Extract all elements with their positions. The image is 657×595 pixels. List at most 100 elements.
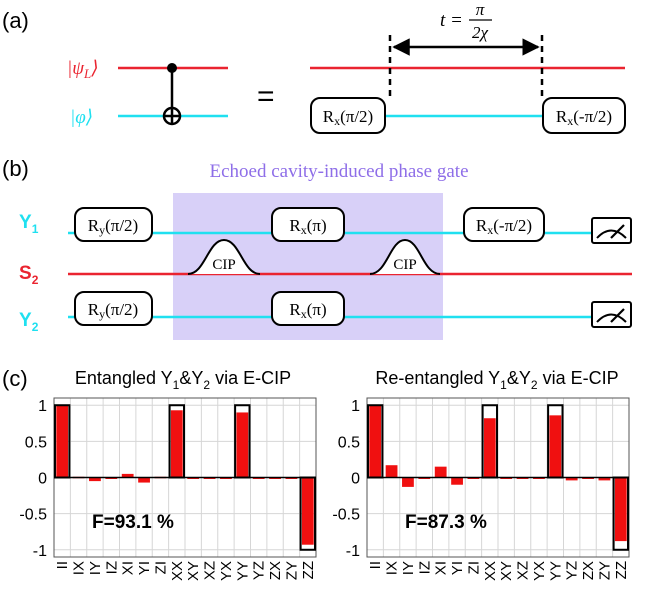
psi-label: |ψL⟩	[67, 58, 99, 81]
data-bar	[56, 405, 69, 478]
gate-rx-pi2: Rx(π/2)	[310, 97, 386, 134]
svg-text:Ry(π/2): Ry(π/2)	[88, 216, 138, 237]
x-tick-label: ZY	[596, 561, 613, 580]
x-tick-label: XZ	[202, 561, 219, 580]
x-tick-label: YX	[531, 561, 548, 581]
x-tick-label: IY	[87, 561, 104, 575]
x-tick-label: YZ	[251, 561, 268, 580]
svg-text:Rx(π): Rx(π)	[289, 216, 326, 237]
y-tick-label: -1	[346, 543, 360, 560]
x-tick-label: XY	[185, 561, 202, 581]
chart-title: Re-entangled Y1&Y2 via E-CIP	[375, 368, 618, 392]
svg-text:Rx(-π/2): Rx(-π/2)	[476, 216, 532, 237]
y-tick-label: 0.5	[338, 434, 360, 451]
x-tick-label: XI	[433, 561, 450, 575]
equals-sign: =	[257, 80, 275, 113]
gate-rx-minus-pi2: Rx(-π/2)	[542, 97, 626, 134]
x-tick-label: IX	[384, 561, 401, 575]
chart-title: Entangled Y1&Y2 via E-CIP	[75, 368, 291, 392]
fidelity-label: F=93.1 %	[92, 512, 174, 533]
svg-text:|φ⟩: |φ⟩	[70, 107, 93, 128]
gate-rx-pi-y2: Rx(π)	[271, 291, 345, 326]
y-tick-label: 0	[38, 471, 47, 488]
svg-text:Ry(π/2): Ry(π/2)	[88, 300, 138, 321]
svg-text:t =: t =	[440, 10, 463, 31]
x-tick-label: YX	[218, 561, 235, 581]
data-bar	[434, 466, 447, 478]
gate-ry-pi2-y1: Ry(π/2)	[74, 207, 153, 242]
meter-icon	[591, 217, 632, 244]
label-s2: S2	[19, 263, 39, 287]
data-bar	[565, 477, 578, 481]
data-bar	[121, 473, 134, 478]
data-bar	[89, 477, 101, 482]
svg-text:Rx(-π/2): Rx(-π/2)	[556, 107, 612, 128]
data-bar	[369, 405, 382, 478]
x-tick-label: YY	[547, 561, 564, 581]
svg-text:CIP: CIP	[393, 257, 416, 273]
x-tick-label: XZ	[515, 561, 532, 580]
x-tick-label: II	[54, 561, 71, 569]
data-bar	[170, 410, 183, 478]
y-tick-label: -0.5	[19, 507, 47, 524]
svg-text:π: π	[476, 0, 485, 19]
data-bar	[614, 477, 627, 542]
x-tick-label: IZ	[416, 561, 433, 574]
x-tick-label: ZX	[580, 561, 597, 580]
x-tick-label: ZI	[152, 561, 169, 574]
label-y1: Y1	[19, 212, 39, 236]
data-bar	[301, 477, 314, 545]
x-tick-label: XX	[169, 561, 186, 581]
x-tick-label: ZY	[283, 561, 300, 580]
control-dot	[167, 63, 177, 73]
x-tick-label: XI	[120, 561, 137, 575]
cip-pulse-1: CIP	[187, 238, 261, 275]
x-tick-label: ZX	[267, 561, 284, 580]
panel-a: (a) |ψL⟩ |φ⟩ = t = π 2χ	[2, 0, 626, 134]
x-tick-label: ZZ	[613, 561, 630, 579]
panel-label-a: (a)	[2, 8, 29, 33]
x-tick-label: ZI	[465, 561, 482, 574]
data-bar	[385, 465, 398, 478]
target-oplus-icon	[162, 106, 182, 126]
fidelity-label: F=87.3 %	[405, 512, 487, 533]
data-bar	[138, 477, 150, 483]
y-tick-label: 0.5	[25, 434, 47, 451]
cip-pulse-2: CIP	[369, 238, 441, 275]
y-tick-label: -1	[33, 543, 47, 560]
label-y2: Y2	[19, 310, 39, 334]
panel-label-c: (c)	[2, 366, 28, 391]
panel-b: (b) Echoed cavity-induced phase gate Y1 …	[2, 156, 632, 340]
svg-text:Rx(π): Rx(π)	[289, 300, 326, 321]
svg-text:2χ: 2χ	[472, 23, 489, 42]
meter-icon	[591, 301, 632, 328]
x-tick-label: XX	[482, 561, 499, 581]
chart-reentangled: Re-entangled Y1&Y2 via E-CIP 1 0.5 0 -0.5 -1I…	[332, 368, 629, 581]
phi-label: |φ⟩	[70, 107, 93, 128]
x-tick-label: XY	[498, 561, 515, 581]
data-bar	[236, 412, 249, 478]
data-bar	[451, 477, 463, 485]
y-tick-label: 1	[351, 398, 360, 415]
time-label: t = π 2χ	[440, 0, 492, 42]
data-bar	[549, 415, 562, 478]
svg-text:|ψL⟩: |ψL⟩	[67, 58, 99, 81]
x-tick-label: IY	[400, 561, 417, 575]
svg-text:Rx(π/2): Rx(π/2)	[323, 107, 373, 128]
x-tick-label: YI	[136, 561, 153, 575]
y-tick-label: 0	[351, 471, 360, 488]
data-bar	[598, 477, 611, 481]
y-tick-label: -0.5	[332, 507, 360, 524]
x-tick-label: IZ	[103, 561, 120, 574]
data-bar	[402, 477, 414, 487]
gate-rx-pi-y1: Rx(π)	[271, 207, 345, 242]
gate-ry-pi2-y2: Ry(π/2)	[74, 291, 153, 326]
y-tick-label: 1	[38, 398, 47, 415]
panel-c: (c) Entangled Y1&Y2 via E-CIP 1 0.5 0 -0.5 -1…	[2, 366, 630, 581]
x-tick-label: II	[367, 561, 384, 569]
x-tick-label: YZ	[564, 561, 581, 580]
x-tick-label: IX	[71, 561, 88, 575]
x-tick-label: ZZ	[300, 561, 317, 579]
